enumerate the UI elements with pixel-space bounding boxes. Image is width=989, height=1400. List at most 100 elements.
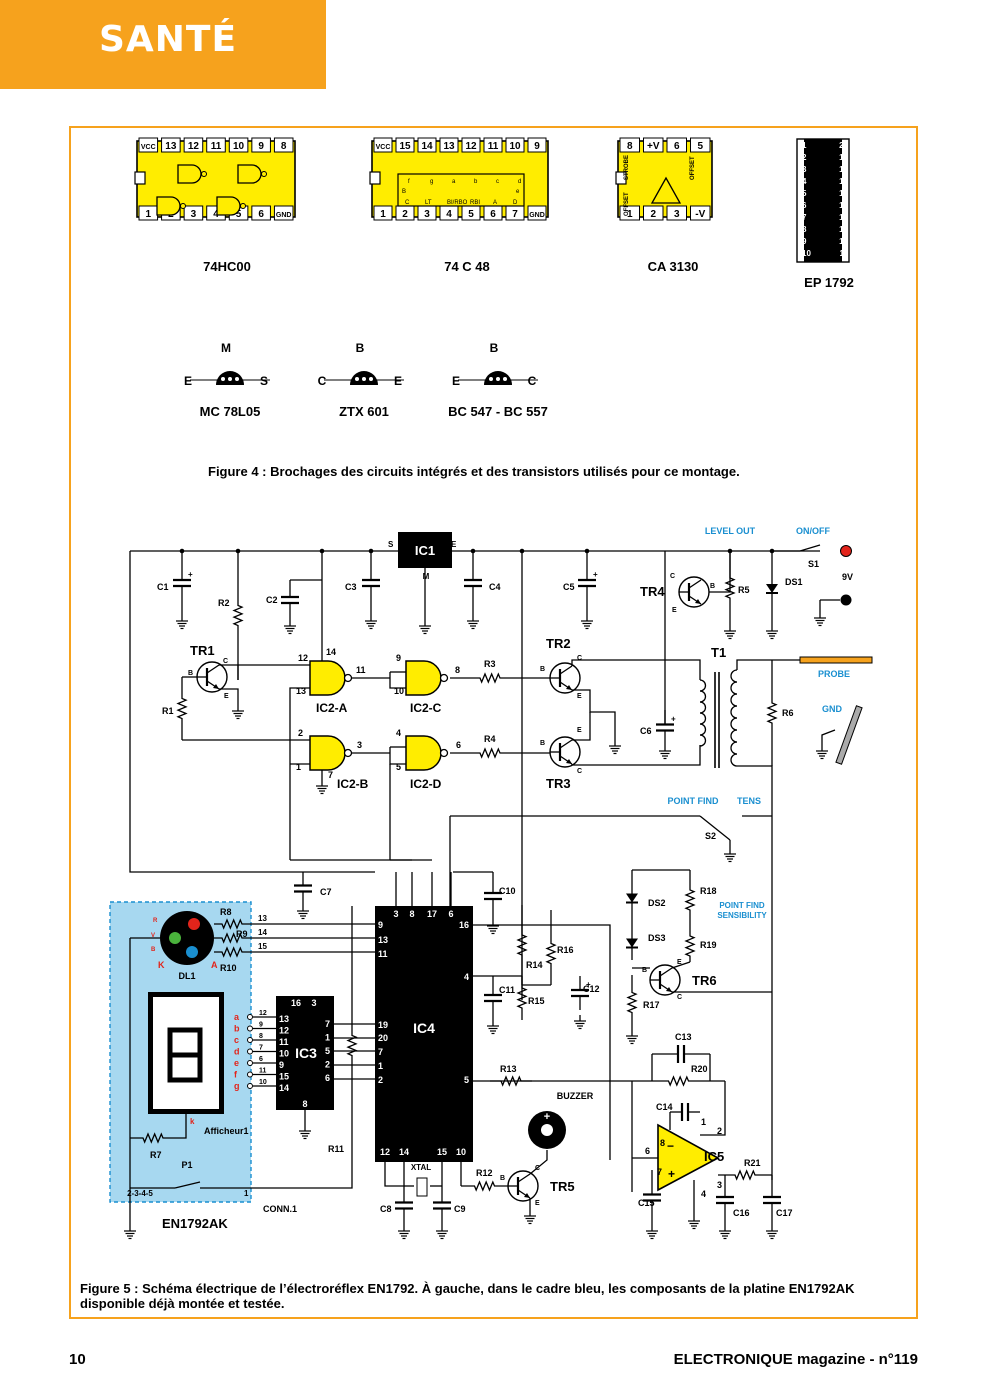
decoder-pin: BI/RBO (447, 200, 468, 206)
pin (273, 137, 294, 153)
pin (373, 137, 393, 153)
transformer-primary (699, 723, 707, 736)
decoder-pin: b (474, 179, 478, 185)
switch-label: P1 (181, 1160, 192, 1170)
decoder-block (397, 173, 525, 207)
ic5-label: IC5 (704, 1149, 724, 1164)
ep1792-core (804, 139, 842, 262)
pin-number: 11 (279, 1037, 289, 1047)
resistor-label: R15 (528, 996, 545, 1006)
pin-label: 10 (802, 249, 811, 258)
opamp-symbol (650, 176, 682, 204)
segment-pin (247, 1083, 253, 1089)
gate-label: IC2-D (410, 777, 442, 791)
pin-number: 3 (357, 740, 362, 750)
segment-pin (247, 1048, 253, 1055)
transformer-secondary (730, 741, 738, 755)
buzzer-center (541, 1124, 553, 1136)
switch-label: S1 (808, 559, 819, 569)
display-label: Afficheur1 (204, 1126, 249, 1136)
pin (439, 137, 459, 153)
led-die (186, 946, 198, 958)
gate-label: IC2-A (316, 701, 348, 715)
ic4-body (375, 906, 473, 1162)
transistor-name: ZTX 601 (339, 404, 389, 419)
lead-label-left: E (452, 374, 460, 388)
gnd-label: GND (822, 704, 843, 714)
pin-label: S (388, 540, 394, 549)
crystal-xtal (416, 1177, 428, 1197)
pin-number: 8 (660, 1138, 665, 1148)
pin-label: 20 (839, 141, 848, 150)
battery-label: 9V (842, 572, 853, 582)
pin-number: 5 (396, 762, 401, 772)
capacitor-label: C1 (157, 582, 169, 592)
wire (529, 1150, 548, 1175)
resistor-r9 (214, 932, 250, 944)
pin (690, 137, 711, 153)
capacitor-label: C4 (489, 582, 501, 592)
transformer-secondary (730, 717, 738, 731)
resistor-r17 (626, 975, 638, 1030)
pin-number: 11 (356, 665, 366, 675)
nand-gate-ic2c (405, 660, 442, 696)
terminal-label: B (540, 666, 545, 673)
chip-name: CA 3130 (648, 259, 699, 274)
section-banner: SANTÉ (0, 0, 326, 89)
resistor-label: R16 (557, 945, 574, 955)
probe-label: PROBE (818, 669, 850, 679)
emitter-arrow (566, 759, 572, 764)
pin-label: 4 (802, 177, 807, 186)
pin-number: 11 (378, 949, 388, 959)
mini-nand-gate (216, 196, 241, 216)
lead-label-left: C (318, 374, 327, 388)
pin-label: 13 (443, 141, 455, 152)
gate-label: IC2-B (337, 777, 369, 791)
pin-number: 7 (259, 1045, 263, 1052)
wire (289, 687, 310, 860)
transformer-primary (699, 712, 707, 725)
emitter-arrow (524, 1193, 530, 1198)
resistor-r10 (214, 946, 250, 958)
pin (183, 205, 204, 221)
pin-label: 9 (534, 141, 540, 152)
resistor-label: R17 (643, 1000, 660, 1010)
pin-label: 6 (802, 201, 807, 210)
chip-name: 74 C 48 (444, 259, 490, 274)
pin (619, 205, 640, 221)
transistor-name: BC 547 - BC 557 (448, 404, 548, 419)
nand-gate-ic2a (309, 660, 346, 696)
pin-number: 15 (279, 1072, 289, 1082)
pin-label: 5 (236, 209, 242, 220)
pin-number: 3 (393, 909, 398, 919)
decoder-pin: c (496, 179, 499, 185)
xtal-label: XTAL (411, 1163, 431, 1172)
mini-nand-gate (177, 164, 202, 184)
transistor-collector (206, 664, 220, 674)
capacitor-label: C11 (499, 985, 515, 995)
pin-label: 2 (802, 153, 807, 162)
diode-ds1 (766, 584, 778, 593)
figure-5-caption: Figure 5 : Schéma électrique de l’électr… (80, 1281, 855, 1311)
lead-label-top: M (221, 341, 231, 355)
segment-pin (247, 1014, 253, 1020)
left-rail (129, 551, 375, 873)
pin-number: 1 (701, 1117, 706, 1127)
resistor-r8 (214, 918, 250, 930)
resistor-r19 (684, 930, 696, 962)
pin-number: 12 (380, 1147, 390, 1157)
notch (369, 171, 381, 185)
nand-gate-ic2b (309, 735, 346, 771)
polarity-mark: + (593, 570, 598, 579)
gate-label: IC2-C (410, 701, 442, 715)
resistor-r6 (766, 660, 778, 766)
switch-s1 (772, 544, 821, 552)
transformer-secondary (730, 729, 738, 743)
transformer-secondary (730, 669, 738, 683)
pin-number: 9 (396, 653, 401, 663)
mini-nand-gate (156, 196, 181, 216)
pin-label: 1 (802, 141, 807, 150)
resistor-label: R9 (236, 929, 248, 939)
ic1-body (398, 532, 452, 568)
